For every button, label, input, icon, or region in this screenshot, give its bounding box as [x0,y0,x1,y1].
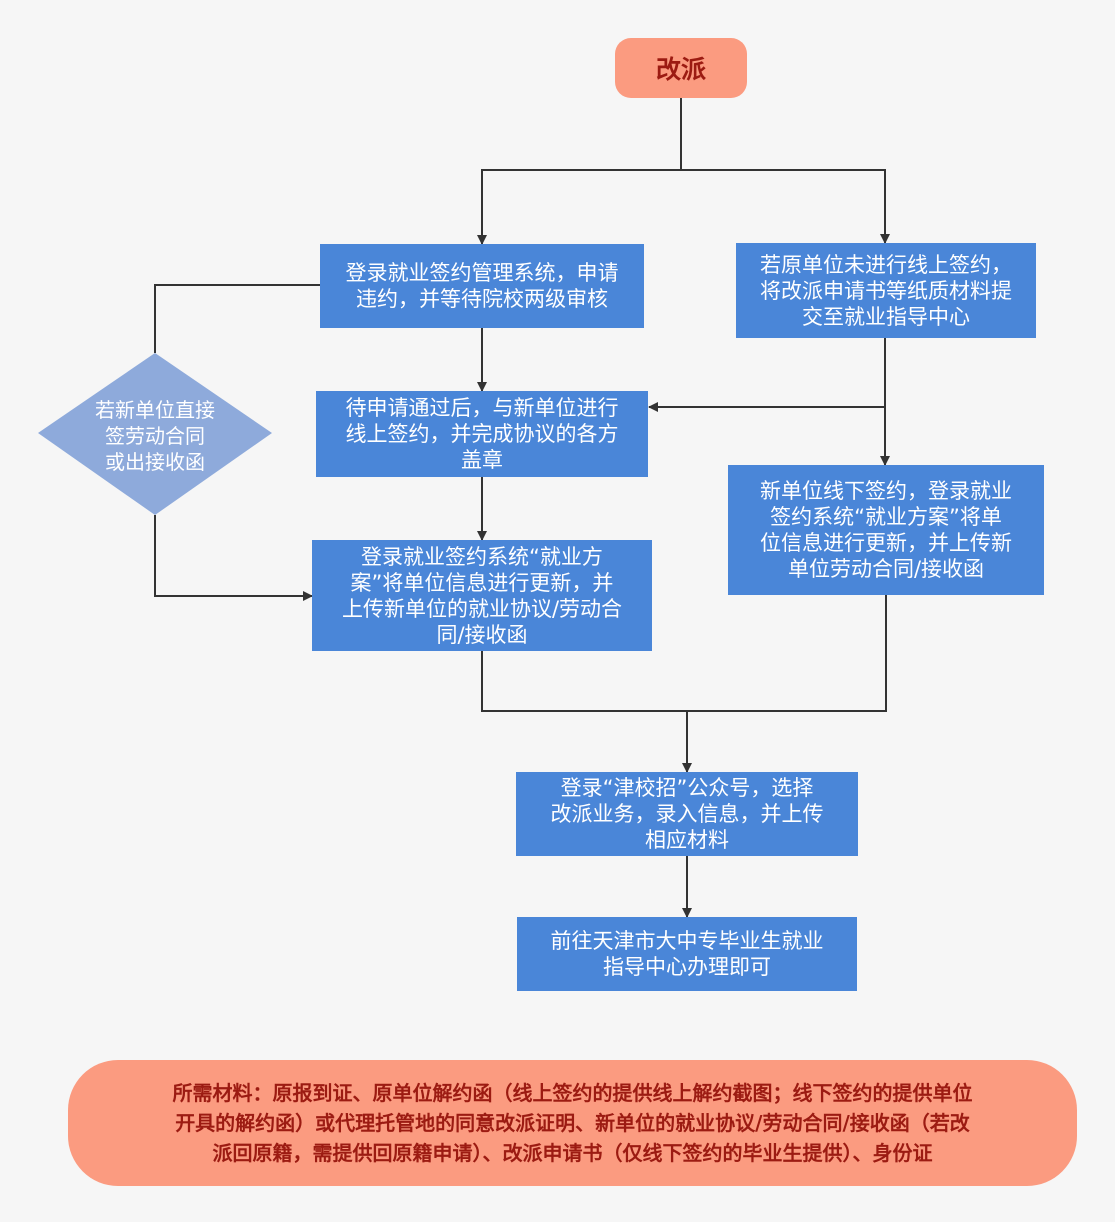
start-label: 改派 [655,55,706,84]
connector-split-right [681,169,890,244]
connector-decision-to-update [154,515,313,601]
connector-split-left [477,169,681,245]
required-materials-note: 所需材料：原报到证、原单位解约函（线上签约的提供线上解约截图；线下签约的提供单位… [68,1060,1077,1186]
decision-label: 若新单位直接 签劳动合同 或出接收函 [95,398,215,474]
step-update-online: 登录就业签约系统“就业方 案”将单位信息进行更新，并 上传新单位的就业协议/劳动… [312,540,652,651]
step-paper-submit: 若原单位未进行线上签约， 将改派申请书等纸质材料提 交至就业指导中心 [736,243,1036,338]
step-offline-update: 新单位线下签约，登录就业 签约系统“就业方案”将单 位信息进行更新，并上传新 单… [728,465,1044,595]
step-online-sign: 待申请通过后，与新单位进行 线上签约，并完成协议的各方 盖章 [316,391,648,477]
required-materials-text: 所需材料：原报到证、原单位解约函（线上签约的提供线上解约截图；线下签约的提供单位… [172,1081,973,1165]
step-online-breach: 登录就业签约管理系统，申请 违约，并等待院校两级审核 [320,244,644,328]
step-update-online-text: 登录就业签约系统“就业方 案”将单位信息进行更新，并 上传新单位的就业协议/劳动… [341,544,623,647]
step-online-breach-text: 登录就业签约管理系统，申请 违约，并等待院校两级审核 [345,261,619,311]
step-final: 前往天津市大中专毕业生就业 指导中心办理即可 [517,917,857,991]
step-wechat: 登录“津校招”公众号，选择 改派业务，录入信息，并上传 相应材料 [516,772,858,856]
step-wechat-text: 登录“津校招”公众号，选择 改派业务，录入信息，并上传 相应材料 [550,776,824,852]
start-terminal: 改派 [615,38,747,98]
connector-update-merge [481,595,887,712]
decision-diamond [38,353,272,515]
step-offline-update-text: 新单位线下签约，登录就业 签约系统“就业方案”将单 位信息进行更新，并上传新 单… [760,479,1012,581]
step-paper-submit-text: 若原单位未进行线上签约， 将改派申请书等纸质材料提 交至就业指导中心 [760,252,1012,329]
step-online-sign-text: 待申请通过后，与新单位进行 线上签约，并完成协议的各方 盖章 [345,396,619,472]
connector-breach-to-decision [154,284,320,353]
step-final-text: 前往天津市大中专毕业生就业 指导中心办理即可 [550,929,824,979]
